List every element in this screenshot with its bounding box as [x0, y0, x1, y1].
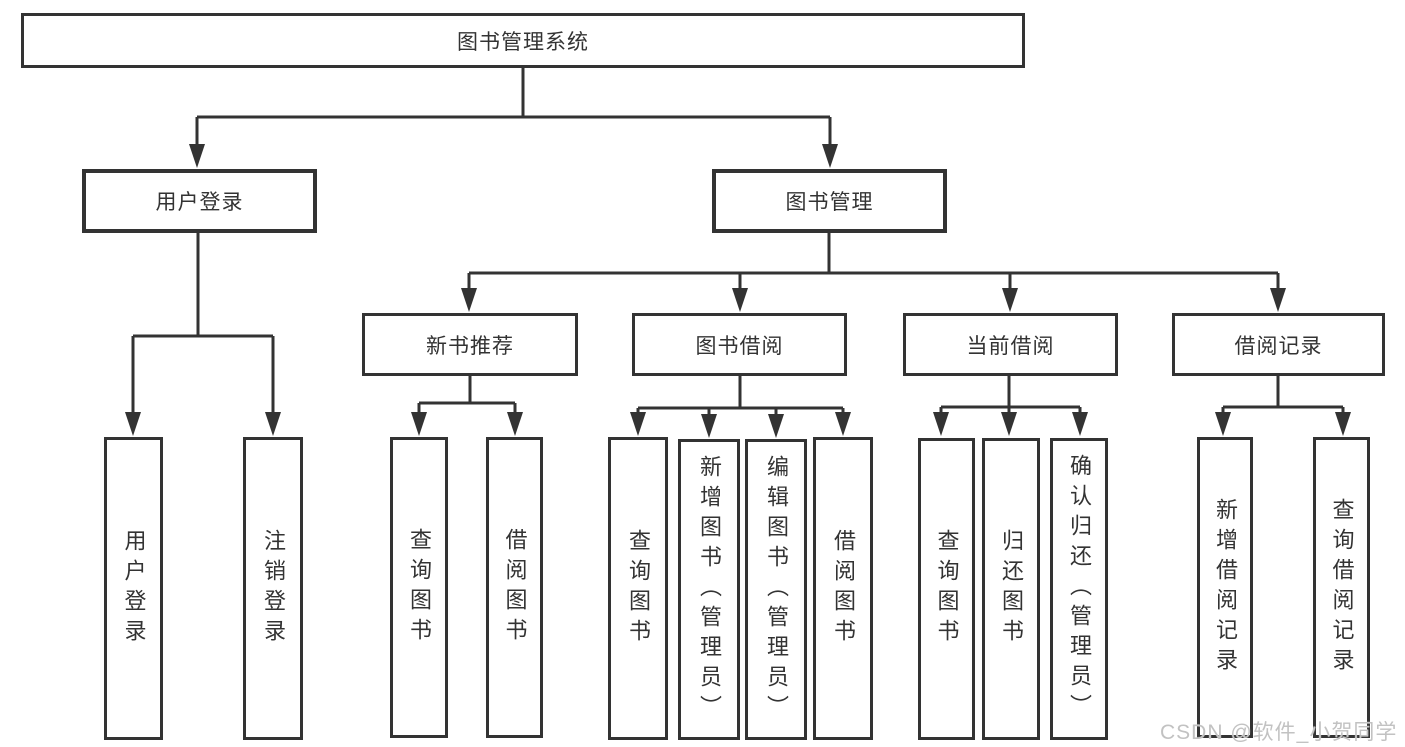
node-label: 查询图书: [407, 527, 432, 648]
node-query-borrow-record: 查询借阅记录: [1313, 437, 1370, 738]
connector-records-children: [1221, 373, 1345, 424]
node-add-books-admin: 新增图书（管理员）: [678, 439, 740, 740]
node-label: 归还图书: [999, 529, 1024, 649]
node-user-login-action: 用户登录: [104, 437, 163, 740]
node-label: 借阅图书: [502, 527, 528, 648]
node-label: 查询图书: [626, 528, 651, 649]
node-label: 确认归还（管理员）: [1067, 454, 1092, 724]
node-label: 查询图书: [934, 529, 960, 649]
node-logout: 注销登录: [243, 437, 303, 740]
node-label: 用户登录: [121, 528, 147, 649]
connector-root-to-level2: [195, 68, 832, 150]
node-label: 借阅图书: [831, 528, 856, 649]
node-borrowing-records: 借阅记录: [1172, 313, 1385, 376]
node-return-books: 归还图书: [982, 438, 1040, 740]
node-add-borrow-record: 新增借阅记录: [1197, 437, 1253, 738]
node-user-login: 用户登录: [82, 169, 317, 233]
connector-newbooks-children: [417, 376, 517, 424]
node-confirm-return-admin: 确认归还（管理员）: [1050, 438, 1108, 740]
node-edit-books-admin: 编辑图书（管理员）: [745, 439, 807, 740]
node-label: 编辑图书（管理员）: [764, 454, 789, 725]
csdn-watermark: CSDN @软件_小贺同学: [1160, 721, 1398, 744]
node-book-borrowing: 图书借阅: [632, 313, 847, 376]
connector-bookmgmt-children: [467, 233, 1280, 300]
connector-userlogin-children: [131, 233, 275, 424]
node-library-management-system: 图书管理系统: [21, 13, 1025, 68]
node-book-management: 图书管理: [712, 169, 947, 233]
node-label: 新增图书（管理员）: [697, 454, 722, 725]
arrowheads: [125, 144, 1351, 438]
node-borrow-books: 借阅图书: [813, 437, 873, 740]
node-query-books-borrow: 查询图书: [608, 437, 668, 740]
connector-borrow-children: [636, 376, 845, 426]
node-label: 查询借阅记录: [1329, 497, 1355, 678]
node-borrow-books-recommend: 借阅图书: [486, 437, 543, 738]
node-current-borrowing: 当前借阅: [903, 313, 1118, 376]
node-query-books-current: 查询图书: [918, 438, 975, 740]
node-query-books-recommend: 查询图书: [390, 437, 448, 738]
node-label: 注销登录: [261, 528, 286, 649]
node-new-book-recommend: 新书推荐: [362, 313, 578, 376]
node-label: 新增借阅记录: [1213, 497, 1238, 678]
